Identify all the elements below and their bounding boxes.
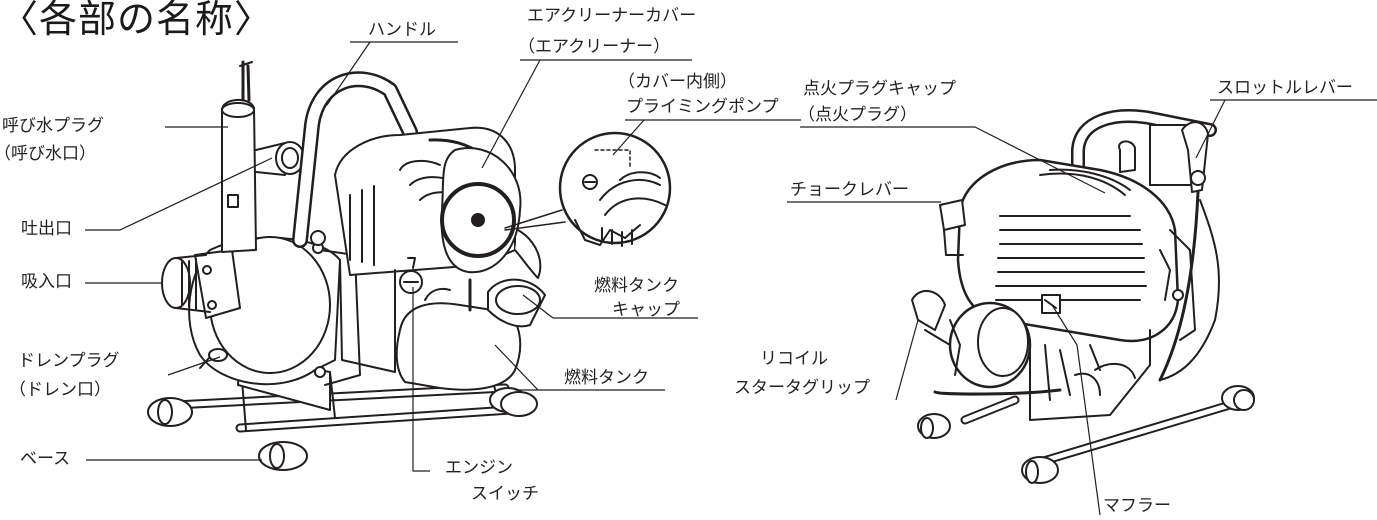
leader-handle — [326, 41, 458, 106]
leader-air-cleaner — [481, 59, 692, 169]
label-engine-switch-2: スイッチ — [471, 484, 539, 504]
pump-air-cleaner-cover — [440, 147, 542, 279]
leader-lines — [85, 41, 1377, 516]
engine-choke-lever — [939, 199, 966, 256]
label-spark-plug: （点火プラグ） — [798, 105, 917, 125]
label-handle: ハンドル — [368, 20, 436, 40]
label-priming-port: （呼び水口） — [0, 144, 96, 164]
leader-spark-plug — [800, 126, 1106, 194]
page-title: 〈各部の名称〉 — [0, 0, 274, 41]
label-priming-pump: プライミングポンプ — [626, 97, 779, 117]
label-fuel-tank: 燃料タンク — [564, 368, 649, 388]
label-throttle-lever: スロットルレバー — [1217, 78, 1353, 98]
pump-engine-switch — [399, 257, 423, 294]
leader-recoil — [895, 319, 919, 401]
leader-outlet — [85, 157, 273, 231]
pump-illustration — [147, 60, 672, 471]
engine-base — [917, 385, 1255, 484]
label-recoil-grip-1: リコイル — [760, 349, 828, 369]
label-muffler: マフラー — [1103, 496, 1171, 516]
label-fuel-tank-cap-1: 燃料タンク — [594, 276, 679, 296]
engine-recoil-starter — [911, 290, 1032, 389]
label-outlet: 吐出口 — [21, 219, 72, 239]
pump-inset-cover-inside — [504, 131, 672, 247]
label-drain-port: （ドレン口） — [9, 380, 111, 400]
label-base: ベース — [20, 449, 71, 469]
engine-illustration — [911, 109, 1255, 484]
label-inlet: 吸入口 — [21, 272, 72, 292]
leader-fuel-tank — [494, 344, 665, 391]
leader-engine-switch — [412, 287, 430, 472]
label-engine-switch-1: エンジン — [445, 458, 513, 478]
label-priming-plug: 呼び水プラグ — [2, 116, 104, 136]
label-air-cleaner: （エアクリーナー） — [518, 37, 671, 57]
pump-inlet-fitting — [161, 249, 241, 319]
leader-drain-plug — [167, 356, 221, 376]
label-drain-plug: ドレンプラグ — [18, 351, 120, 371]
engine-lower-block — [1029, 329, 1151, 421]
leader-priming-pump — [612, 119, 801, 156]
label-choke-lever: チョークレバー — [790, 180, 909, 200]
leader-throttle — [1195, 99, 1377, 159]
engine-side-details — [1159, 229, 1196, 341]
label-air-cleaner-cover: エアクリーナーカバー — [527, 6, 697, 26]
pump-fuel-tank — [395, 278, 546, 391]
leader-fuel-cap — [522, 294, 698, 319]
label-spark-plug-cap: 点火プラグキャップ — [803, 79, 956, 99]
pump-priming-column — [221, 60, 305, 253]
label-cover-inside: （カバー内側） — [618, 72, 737, 92]
engine-muffler-plate — [1041, 294, 1061, 314]
engine-throttle-lever — [1158, 121, 1220, 382]
label-fuel-tank-cap-2: キャップ — [612, 300, 680, 320]
engine-shroud — [956, 158, 1180, 343]
leader-muffler — [1051, 304, 1101, 516]
label-recoil-grip-2: スタータグリップ — [734, 378, 870, 398]
